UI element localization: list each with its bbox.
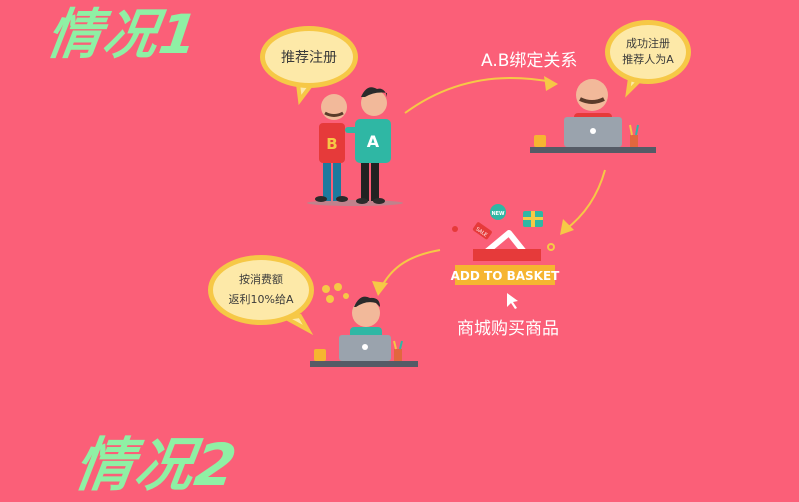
heart-icon (452, 226, 458, 232)
person-a-laptop (310, 283, 418, 367)
bubble-success-line2: 推荐人为A (622, 53, 674, 66)
person-b-laptop (530, 79, 656, 153)
sale-tag: SALE (472, 222, 492, 240)
desk (530, 147, 656, 153)
new-badge (490, 204, 506, 220)
pencil-cup-icon (394, 349, 402, 361)
arrow-to-basket (564, 169, 606, 231)
flow-arrows (372, 76, 606, 296)
pencil-cup-icon (630, 135, 638, 147)
basket-handle (483, 230, 528, 256)
avatar (576, 79, 608, 111)
bubble-recommend-register: 推荐注册 (260, 26, 358, 88)
bubble-register-success: 成功注册 推荐人为A (605, 20, 691, 84)
label-bind-relation: A.B绑定关系 (481, 51, 578, 71)
shirt-letter-a: A (367, 132, 380, 151)
cursor-icon (507, 293, 518, 309)
add-to-basket-illustration: NEW SALE ADD TO BASKET (451, 204, 561, 309)
arrowhead-rebate (372, 281, 388, 296)
person-b: B (315, 94, 348, 202)
add-to-basket-button[interactable] (455, 265, 555, 285)
bubble-rebate-line2: 返利10%给A (228, 293, 294, 306)
mug-icon (314, 349, 326, 361)
bubble-rebate: 按消费额 返利10%给A (208, 255, 314, 325)
arrow-to-bind (404, 77, 553, 114)
person-a: A (345, 87, 391, 204)
arrowhead-bind (544, 76, 558, 91)
label-shop-purchase: 商城购买商品 (457, 319, 559, 339)
coin-icon (322, 285, 330, 293)
bubble-recommend-text: 推荐注册 (281, 50, 337, 66)
arrowhead-basket (560, 219, 574, 235)
mug-icon (534, 135, 546, 147)
add-to-basket-label: ADD TO BASKET (451, 269, 561, 283)
bubble-success-line1: 成功注册 (626, 37, 670, 50)
new-badge-text: NEW (491, 211, 505, 217)
bubble-rebate-line1: 按消费额 (239, 273, 283, 286)
friends-illustration: B A (307, 87, 403, 206)
desk (310, 361, 418, 367)
avatar (352, 299, 380, 327)
shirt-letter-b: B (326, 135, 337, 153)
basket-icon (473, 249, 541, 261)
